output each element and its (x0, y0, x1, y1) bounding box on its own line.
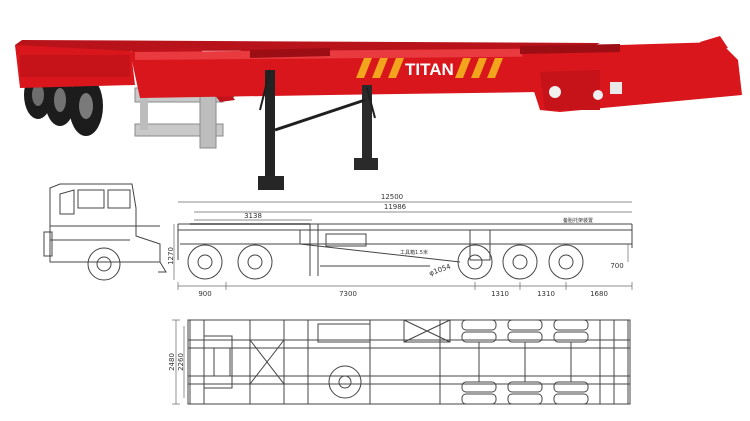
top-view-drawing (172, 319, 631, 405)
axle-group-side (187, 244, 584, 280)
dim-frame-length: 11986 (384, 203, 407, 211)
dim-wheel-diameter: φ1054 (428, 262, 452, 277)
side-dimension-lines (173, 201, 633, 290)
dim-frame-width: 2260 (177, 353, 185, 371)
note-toolbox: 工具箱1.5米 (400, 249, 428, 256)
tractor-cab (43, 183, 167, 281)
dim-kingpin-offset: 900 (198, 290, 211, 298)
dim-axle-spacing-2: 1310 (537, 290, 555, 298)
landing-legs (258, 69, 378, 190)
dim-front-section: 3138 (244, 212, 262, 220)
dim-axle-spacing-1: 1310 (491, 290, 509, 298)
dim-overall-width: 2480 (168, 353, 176, 371)
dim-rear-height: 700 (610, 262, 623, 270)
dim-rear-overhang: 1680 (590, 290, 608, 298)
dim-overall-length: 12500 (381, 193, 403, 201)
note-spare-wheel-carrier: 备胎托架装置 (563, 217, 593, 224)
trailer-photo: TITAN (15, 36, 742, 190)
dim-axle-spread: 7300 (339, 290, 357, 298)
trailer-frame-side (177, 223, 633, 276)
dim-deck-height: 1270 (167, 247, 175, 265)
side-view-drawing (43, 183, 633, 290)
hazard-stripes (356, 58, 503, 78)
axle-group-top (461, 319, 589, 405)
brand-text: TITAN (405, 60, 454, 79)
